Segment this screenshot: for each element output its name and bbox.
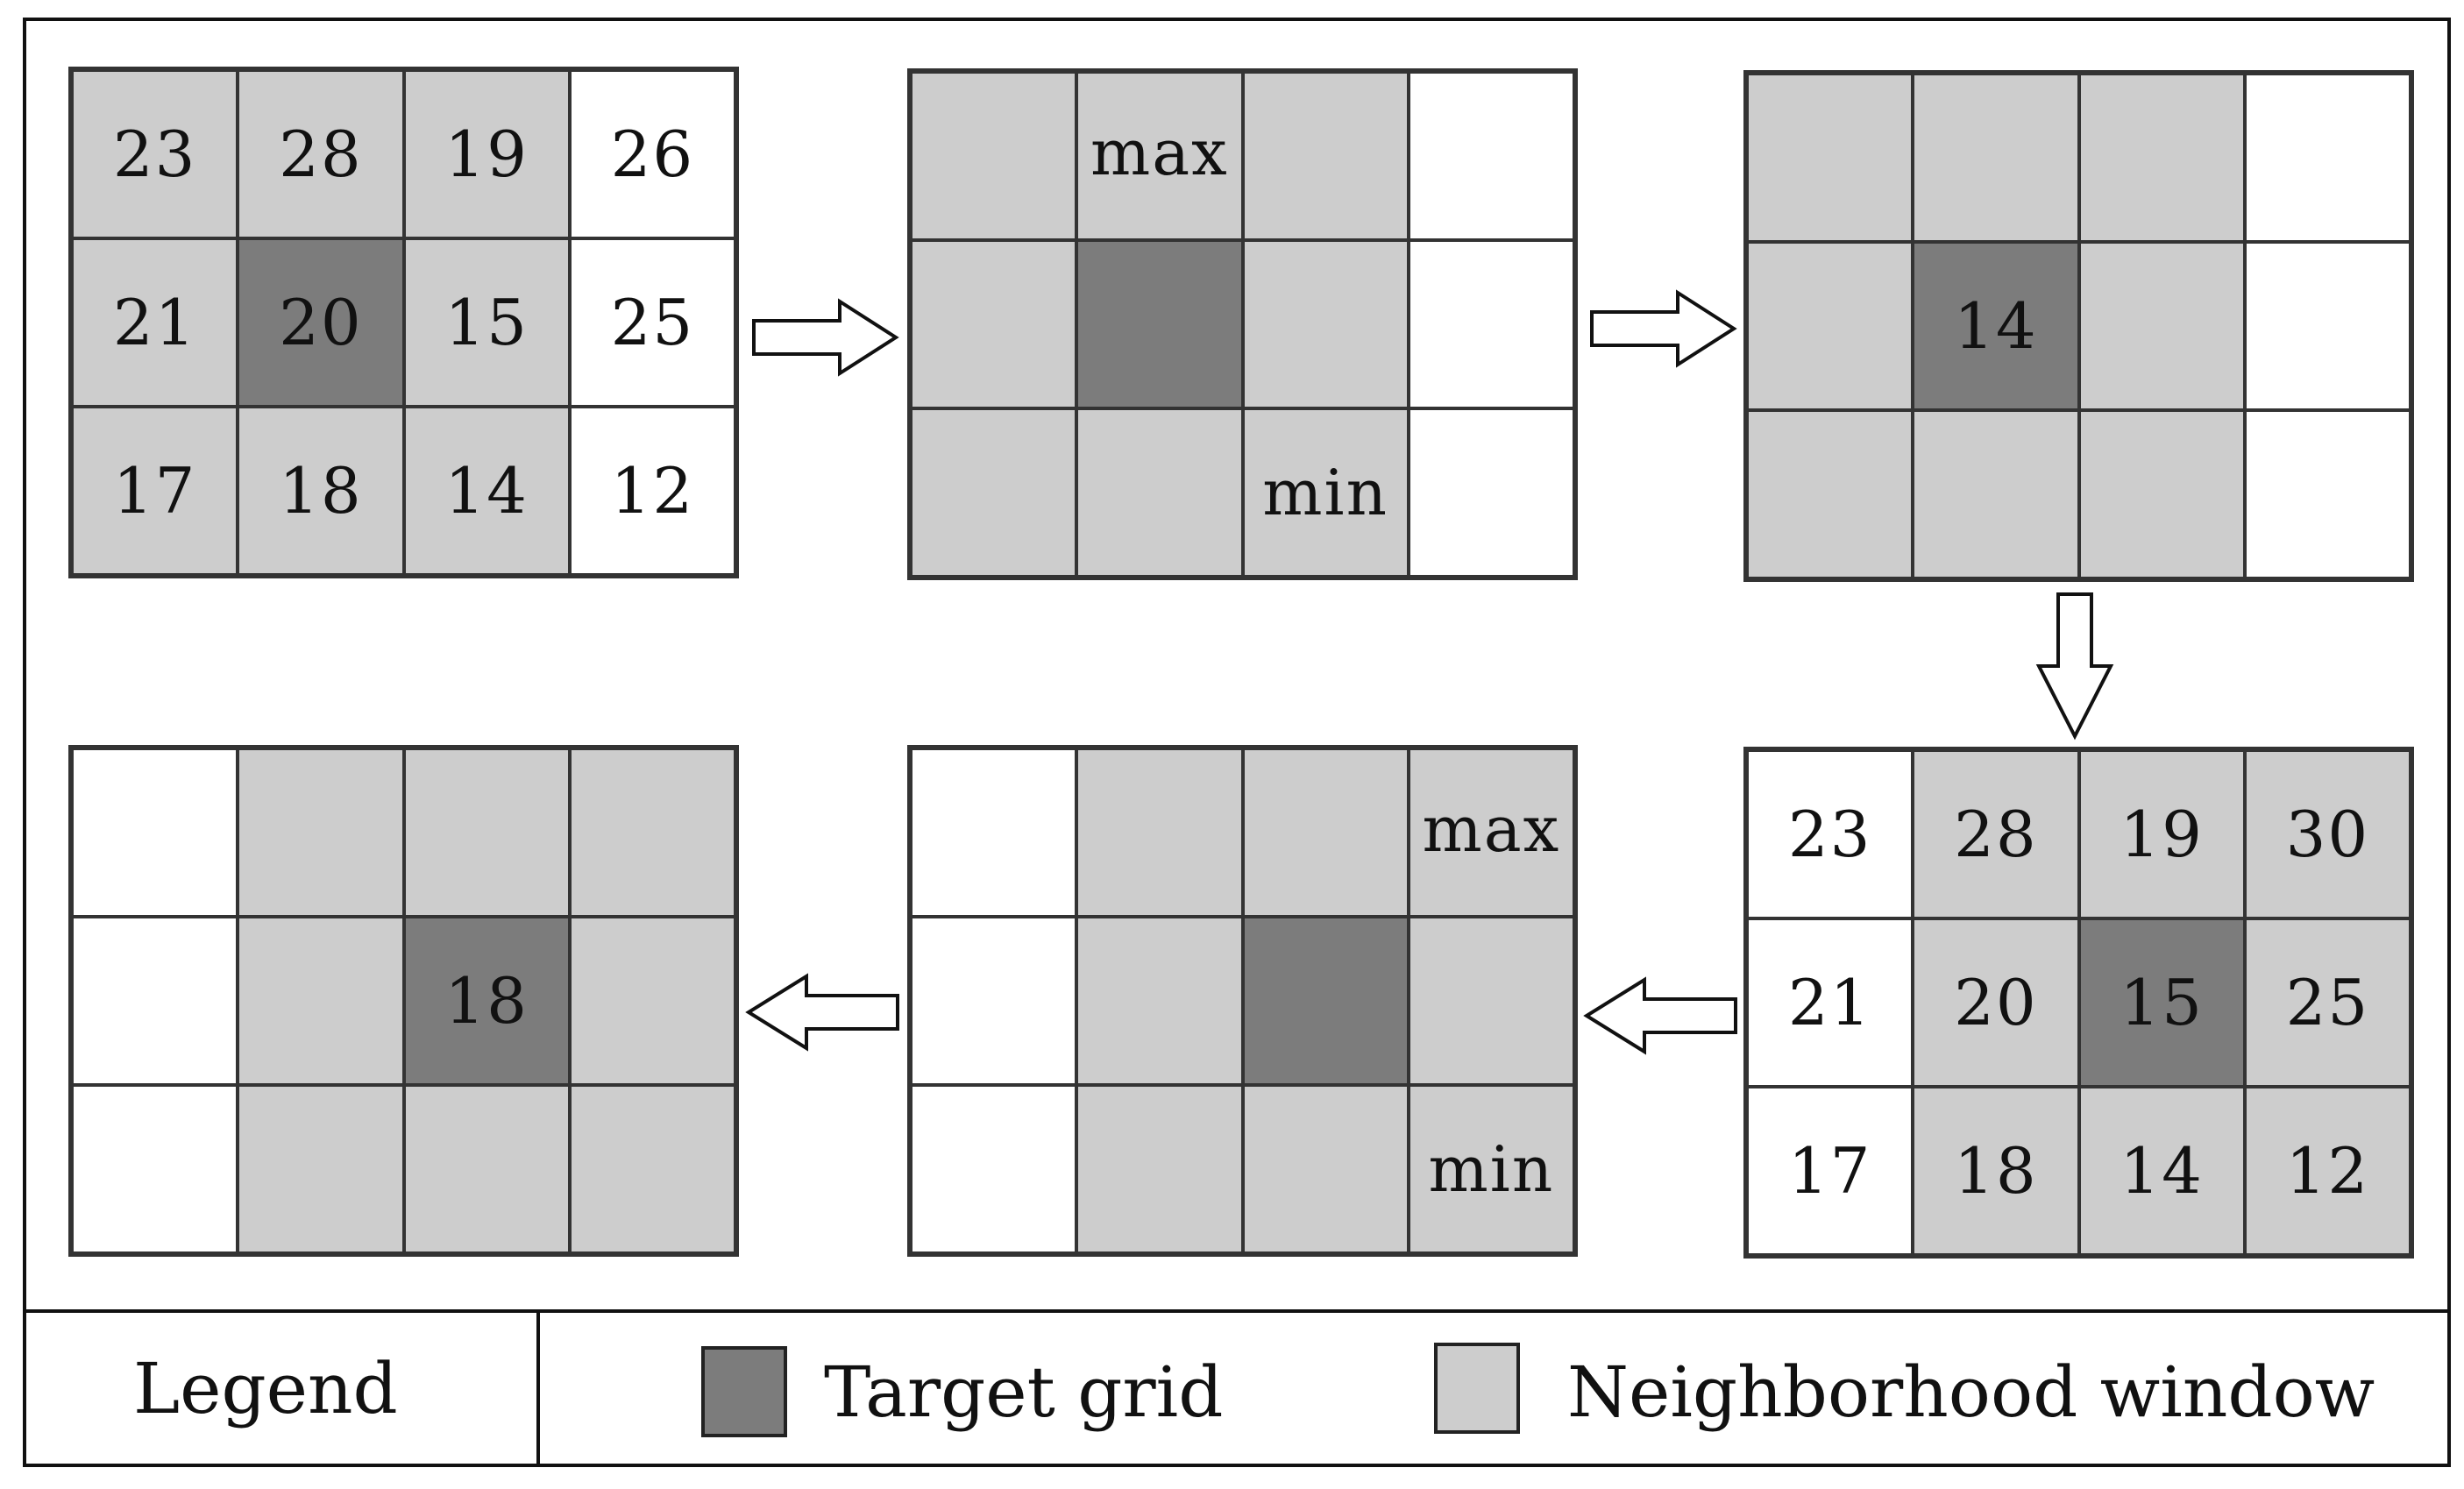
neighborhood-cell — [1076, 1085, 1243, 1253]
neighborhood-cell — [403, 1085, 570, 1253]
target-grid-label: Target grid — [824, 1351, 1224, 1433]
neighborhood-cell — [1747, 74, 1914, 242]
neighborhood-cell: min — [1242, 408, 1409, 577]
grid-3: 14 — [1743, 70, 2414, 582]
grid-cell — [911, 1085, 1077, 1253]
neighborhood-cell — [1076, 748, 1243, 917]
neighborhood-cell — [1242, 1085, 1409, 1253]
target-cell: 20 — [238, 238, 404, 407]
neighborhood-cell — [1076, 917, 1243, 1085]
neighborhood-cell — [2078, 74, 2245, 242]
legend-title: Legend — [133, 1348, 398, 1429]
target-cell: 14 — [1913, 242, 2079, 410]
target-cell — [1242, 917, 1409, 1085]
legend-divider — [23, 1309, 2451, 1313]
grid-cell: 21 — [1747, 918, 1914, 1087]
target-cell — [1076, 240, 1243, 408]
neighborhood-cell — [238, 748, 404, 917]
grid-cell: 26 — [569, 70, 735, 238]
grid-cell — [1408, 72, 1574, 240]
neighborhood-cell: 14 — [403, 407, 570, 575]
grid-cell — [2244, 74, 2411, 242]
neighborhood-cell: 18 — [1913, 1087, 2079, 1255]
neighborhood-cell: max — [1408, 748, 1574, 917]
grid-cell: 25 — [569, 238, 735, 407]
neighborhood-cell — [238, 1085, 404, 1253]
grid-cell — [72, 1085, 238, 1253]
arrow-down-icon — [2035, 592, 2114, 741]
neighborhood-cell — [2078, 410, 2245, 578]
grid-cell: 12 — [569, 407, 735, 575]
arrow-left-icon — [1583, 976, 1737, 1055]
neighborhood-cell — [1913, 410, 2079, 578]
neighborhood-cell: 18 — [238, 407, 404, 575]
neighborhood-cell — [1242, 240, 1409, 408]
grid-2: max min — [907, 68, 1578, 580]
neighborhood-cell: 28 — [1913, 750, 2079, 918]
neighborhood-cell: 25 — [2244, 918, 2411, 1087]
grid-6: 18 — [68, 745, 739, 1257]
neighborhood-cell — [569, 917, 735, 1085]
neighborhood-cell: 21 — [72, 238, 238, 407]
neighborhood-cell — [1747, 410, 1914, 578]
target-cell: 18 — [403, 917, 570, 1085]
legend-column-divider — [536, 1309, 540, 1467]
target-grid-swatch — [701, 1346, 787, 1437]
grid-cell — [72, 748, 238, 917]
neighborhood-cell — [569, 748, 735, 917]
neighborhood-cell: max — [1076, 72, 1243, 240]
grid-cell — [911, 917, 1077, 1085]
grid-cell — [2244, 410, 2411, 578]
neighborhood-cell: 19 — [403, 70, 570, 238]
grid-cell: 17 — [1747, 1087, 1914, 1255]
neighborhood-cell — [1747, 242, 1914, 410]
neighborhood-cell — [911, 408, 1077, 577]
neighborhood-cell — [2078, 242, 2245, 410]
grid-cell — [2244, 242, 2411, 410]
neighborhood-cell: 15 — [403, 238, 570, 407]
grid-cell: 23 — [1747, 750, 1914, 918]
diagram-frame — [23, 18, 2451, 1467]
neighborhood-cell: 20 — [1913, 918, 2079, 1087]
neighborhood-cell — [911, 240, 1077, 408]
neighborhood-cell — [1076, 408, 1243, 577]
neighborhood-cell — [403, 748, 570, 917]
neighborhood-cell — [238, 917, 404, 1085]
neighborhood-cell: min — [1408, 1085, 1574, 1253]
neighborhood-cell — [1408, 917, 1574, 1085]
neighborhood-cell — [569, 1085, 735, 1253]
neighborhood-cell: 12 — [2244, 1087, 2411, 1255]
neighborhood-cell: 30 — [2244, 750, 2411, 918]
neighborhood-cell: 19 — [2078, 750, 2245, 918]
neighborhood-window-label: Neighborhood window — [1567, 1351, 2375, 1433]
neighborhood-window-swatch — [1434, 1343, 1520, 1434]
arrow-right-icon — [752, 298, 899, 377]
grid-cell — [1408, 240, 1574, 408]
grid-cell — [911, 748, 1077, 917]
grid-5: max min — [907, 745, 1578, 1257]
arrow-left-icon — [745, 973, 899, 1052]
neighborhood-cell: 17 — [72, 407, 238, 575]
neighborhood-cell: 28 — [238, 70, 404, 238]
arrow-right-icon — [1590, 289, 1737, 368]
neighborhood-cell: 14 — [2078, 1087, 2245, 1255]
neighborhood-cell — [1913, 74, 2079, 242]
target-cell: 15 — [2078, 918, 2245, 1087]
neighborhood-cell — [1242, 748, 1409, 917]
neighborhood-cell: 23 — [72, 70, 238, 238]
grid-cell — [72, 917, 238, 1085]
neighborhood-cell — [1242, 72, 1409, 240]
neighborhood-cell — [911, 72, 1077, 240]
grid-cell — [1408, 408, 1574, 577]
